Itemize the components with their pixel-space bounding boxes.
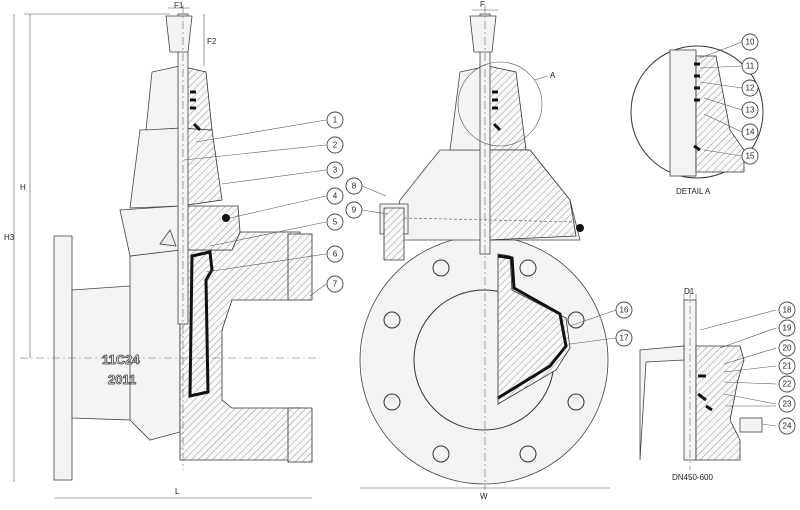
variant-side-bolt <box>739 417 763 433</box>
stem-top-square <box>165 15 193 53</box>
side-section-view: 11C24 2011 <box>20 5 320 481</box>
front-view: A F W <box>359 0 610 501</box>
dn450-600-view: D1 18 19 20 21 22 23 24 DN450-600 <box>639 287 796 482</box>
cap-left <box>145 65 181 131</box>
variant-title: DN450-600 <box>672 473 713 482</box>
detail-a-marker-circle <box>457 61 543 147</box>
detail-a-title: DETAIL A <box>676 187 711 196</box>
dim-w: W <box>480 492 488 501</box>
detail-seals <box>693 62 701 152</box>
callout-20: 20 <box>783 344 792 353</box>
front-view-callouts: 8 9 16 17 <box>345 177 633 347</box>
dim-h3: H3 <box>4 233 15 242</box>
callout-6: 6 <box>333 250 338 259</box>
variant-seals <box>697 374 713 412</box>
detail-stem <box>669 49 697 177</box>
flange-disc <box>359 235 609 485</box>
callout-2: 2 <box>333 141 338 150</box>
callout-1: 1 <box>333 116 338 125</box>
callout-13: 13 <box>746 106 755 115</box>
dim-f2: F2 <box>207 37 217 46</box>
callout-19: 19 <box>783 324 792 333</box>
callout-11: 11 <box>746 62 755 71</box>
callout-21: 21 <box>783 362 792 371</box>
bolt-seal <box>222 214 230 222</box>
callout-14: 14 <box>746 128 755 137</box>
callout-22: 22 <box>783 380 792 389</box>
side-view-callouts: 1 2 3 4 5 6 7 <box>183 111 344 297</box>
casting-year: 2011 <box>108 372 136 387</box>
callout-17: 17 <box>620 334 629 343</box>
casting-code: 11C24 <box>102 352 140 367</box>
flange-bolt-holes <box>383 259 585 463</box>
front-wedge-seal <box>497 254 568 400</box>
callout-4: 4 <box>333 192 338 201</box>
body-left-half <box>129 249 181 441</box>
callout-7: 7 <box>333 280 338 289</box>
callout-18: 18 <box>783 306 792 315</box>
callout-12: 12 <box>746 84 755 93</box>
dim-f: F <box>480 0 485 9</box>
detail-housing <box>695 55 745 173</box>
callout-5: 5 <box>333 218 338 227</box>
stem-seals <box>190 90 202 132</box>
callout-23: 23 <box>783 400 792 409</box>
callout-10: 10 <box>746 38 755 47</box>
body-right-section <box>179 231 301 461</box>
front-bonnet-section <box>487 149 577 241</box>
dim-f1: F1 <box>174 1 184 10</box>
front-stem-seals <box>492 90 502 132</box>
outlet-flange-top <box>287 233 313 301</box>
dim-d1: D1 <box>684 287 695 296</box>
callout-8: 8 <box>352 182 357 191</box>
variant-body-left <box>639 345 685 461</box>
callout-3: 3 <box>333 166 338 175</box>
detail-a-marker: A <box>550 71 556 80</box>
callout-16: 16 <box>620 306 629 315</box>
neck-left <box>129 127 181 209</box>
bonnet-left <box>119 205 181 257</box>
logo-triangle <box>159 229 177 247</box>
front-wedge <box>497 253 571 405</box>
bonnet-bolt <box>383 207 405 261</box>
detail-a-view: 10 11 12 13 14 15 DETAIL A <box>630 33 764 196</box>
front-stem-square <box>469 15 497 53</box>
callout-24: 24 <box>783 422 792 431</box>
side-view-dimensions: F1 F2 H H3 L <box>4 1 312 499</box>
bonnet-right <box>179 205 241 251</box>
wedge-seal <box>188 250 214 398</box>
outlet-flange-bottom <box>287 407 313 463</box>
variant-body-right <box>695 345 745 461</box>
dim-h: H <box>20 183 26 192</box>
callout-15: 15 <box>746 152 755 161</box>
callout-9: 9 <box>352 206 357 215</box>
dim-l: L <box>175 487 180 496</box>
